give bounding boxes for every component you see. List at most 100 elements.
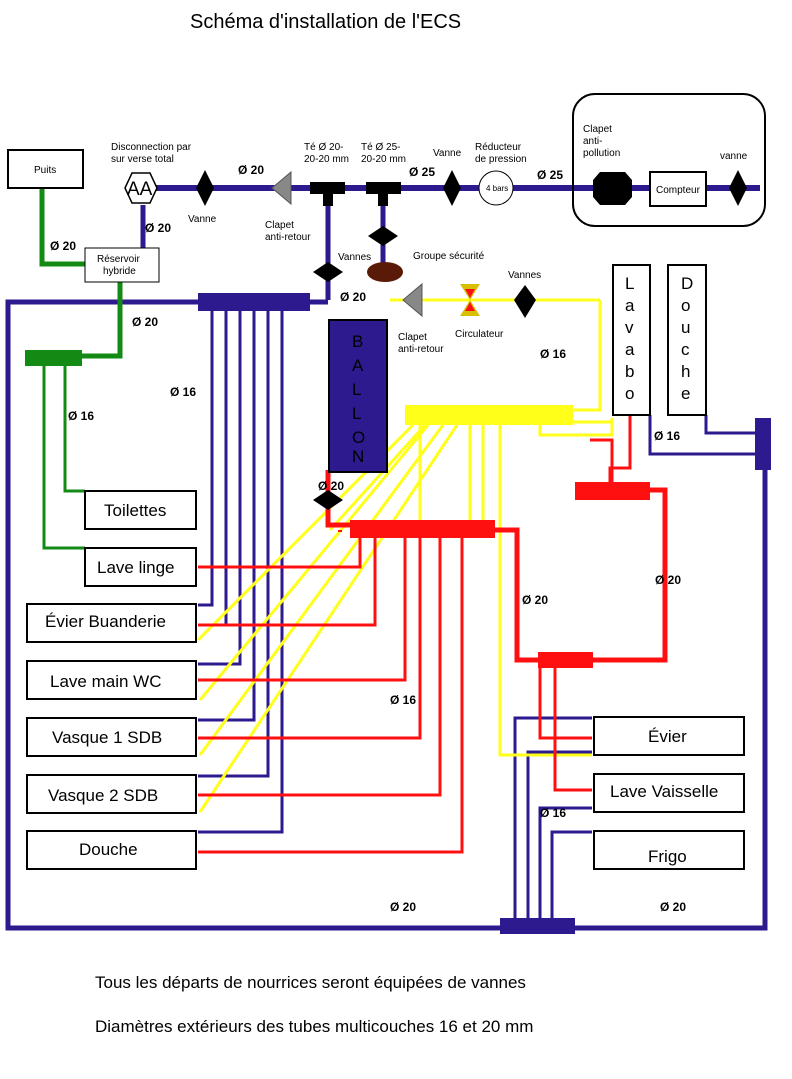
fixture-label: Vasque 1 SDB bbox=[52, 728, 162, 747]
lavabo-letter: o bbox=[625, 384, 634, 403]
tee-2-stem bbox=[378, 192, 388, 206]
circulator bbox=[460, 284, 480, 316]
note-1: Tous les départs de nourrices seront équ… bbox=[95, 973, 526, 992]
vannes-1-label: Vannes bbox=[338, 252, 371, 263]
valve-1-label: Vanne bbox=[188, 214, 217, 225]
tee-2-label-b: 20-20 mm bbox=[361, 154, 406, 165]
check-valve-1 bbox=[271, 170, 292, 206]
tee-1-stem bbox=[323, 192, 333, 206]
diameter-labels: Ø 20 Ø 25 Ø 25 Ø 20 Ø 20 Ø 20 Ø 20 Ø 16 … bbox=[50, 163, 686, 914]
douche-vertical-box bbox=[667, 264, 707, 416]
pressure-reducer bbox=[478, 170, 514, 206]
douche-letter: o bbox=[681, 296, 690, 315]
douche-letter: u bbox=[681, 318, 690, 337]
tee-1-label-b: 20-20 mm bbox=[304, 154, 349, 165]
anti-pollution-label-2: anti- bbox=[583, 136, 602, 147]
hot-manifold-bottom bbox=[538, 652, 593, 668]
hot-manifold-main bbox=[350, 520, 495, 538]
note-2: Diamètres extérieurs des tubes multicouc… bbox=[95, 1017, 533, 1036]
valve-2-label: Vanne bbox=[433, 148, 462, 159]
diagram-title: Schéma d'installation de l'ECS bbox=[190, 11, 461, 33]
reservoir-label-2: hybride bbox=[103, 266, 136, 277]
tee-1-label-a: Té Ø 20- bbox=[304, 142, 343, 153]
fixture-box bbox=[593, 773, 745, 813]
tee-1 bbox=[310, 182, 345, 194]
check-valve-1-label: Clapet bbox=[265, 220, 294, 231]
lavabo-letter: a bbox=[625, 340, 635, 359]
diameter-label: Ø 20 bbox=[522, 593, 548, 607]
safety-group bbox=[367, 262, 403, 282]
cold-pipes bbox=[5, 185, 768, 931]
check-valve-2-label-b: anti-retour bbox=[398, 344, 444, 355]
douche-letters: D o u c h e bbox=[681, 274, 693, 403]
diameter-label: Ø 25 bbox=[537, 168, 563, 182]
ballon-letter: L bbox=[352, 380, 361, 399]
diameter-label: Ø 16 bbox=[540, 347, 566, 361]
valve-ballon-out bbox=[313, 490, 343, 510]
ballon-letters: B A L L O N bbox=[352, 332, 365, 466]
valve-3 bbox=[729, 170, 747, 206]
reducer-label-1: Réducteur bbox=[475, 142, 522, 153]
fixture-label: Évier bbox=[648, 727, 687, 746]
anti-pollution-label-1: Clapet bbox=[583, 124, 612, 135]
diameter-label: Ø 16 bbox=[68, 409, 94, 423]
tee-2-label-a: Té Ø 25- bbox=[361, 142, 400, 153]
reservoir-label-1: Réservoir bbox=[97, 254, 140, 265]
tee-2 bbox=[366, 182, 401, 194]
ballon bbox=[328, 319, 388, 473]
safety-group-label: Groupe sécurité bbox=[413, 251, 485, 262]
diameter-label: Ø 16 bbox=[654, 429, 680, 443]
valve-1 bbox=[196, 170, 214, 206]
cold-manifold-bottom bbox=[500, 918, 575, 934]
pressure-reducer-value: 4 bars bbox=[486, 184, 508, 193]
reservoir-box bbox=[84, 247, 160, 283]
ballon-letter: N bbox=[352, 447, 364, 466]
lavabo-letter: L bbox=[625, 274, 634, 293]
fixture-box bbox=[84, 490, 197, 530]
meter-enclosure bbox=[572, 93, 766, 227]
circulator-label: Circulateur bbox=[455, 329, 504, 340]
cold-manifold-right bbox=[755, 418, 771, 470]
puits-label: Puits bbox=[34, 165, 56, 176]
green-pipes bbox=[39, 188, 123, 550]
douche-letter: h bbox=[681, 362, 690, 381]
diameter-label: Ø 20 bbox=[660, 900, 686, 914]
puits-box bbox=[7, 149, 84, 189]
lavabo-letter: a bbox=[625, 296, 635, 315]
ballon-letter: L bbox=[352, 404, 361, 423]
ballon-letter: A bbox=[352, 356, 364, 375]
diameter-label: Ø 20 bbox=[145, 221, 171, 235]
diameter-label: Ø 16 bbox=[170, 385, 196, 399]
lavabo-letter: v bbox=[625, 318, 634, 337]
lavabo-letters: L a v a b o bbox=[625, 274, 635, 403]
diameter-label: Ø 16 bbox=[390, 693, 416, 707]
fixtures-left: Toilettes Lave linge Évier Buanderie Lav… bbox=[26, 490, 197, 870]
valve-2 bbox=[443, 170, 461, 206]
circulator-core-top bbox=[465, 289, 475, 298]
lavabo-box bbox=[612, 264, 651, 416]
diameter-label: Ø 20 bbox=[340, 290, 366, 304]
anti-pollution-valve bbox=[593, 172, 632, 205]
fixture-label: Lave linge bbox=[97, 558, 175, 577]
fixture-label: Évier Buanderie bbox=[45, 612, 166, 631]
vannes-2-label: Vannes bbox=[508, 270, 541, 281]
fixture-box bbox=[593, 830, 745, 870]
disconnection-label-1: Disconnection par bbox=[111, 142, 192, 153]
meter-box bbox=[649, 171, 707, 207]
reducer-label-2: de pression bbox=[475, 154, 527, 165]
disconnector-aa bbox=[124, 172, 158, 204]
check-valve-2 bbox=[402, 282, 423, 318]
ballon-letter: O bbox=[352, 428, 365, 447]
fixture-label: Vasque 2 SDB bbox=[48, 786, 158, 805]
diameter-label: Ø 20 bbox=[655, 573, 681, 587]
fixture-label: Lave main WC bbox=[50, 672, 161, 691]
check-valve-2-label: Clapet bbox=[398, 332, 427, 343]
valve-ballon-in bbox=[313, 262, 343, 282]
hot-pipes bbox=[198, 410, 668, 854]
fixture-label: Frigo bbox=[648, 847, 687, 866]
hot-manifold-right bbox=[575, 482, 650, 500]
douche-letter: e bbox=[681, 384, 690, 403]
meter-label: Compteur bbox=[656, 185, 701, 196]
green-manifold bbox=[25, 350, 82, 366]
